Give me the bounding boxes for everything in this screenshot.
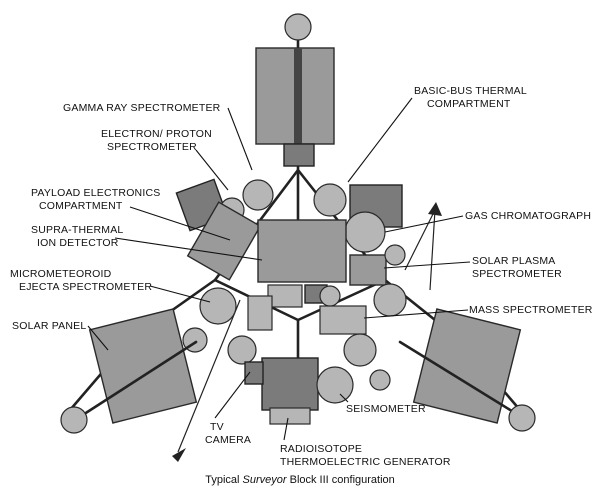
caption-suffix: Block III configuration xyxy=(286,474,395,486)
label-tv-camera-line2: CAMERA xyxy=(205,434,251,446)
label-gas-chromatograph: GAS CHROMATOGRAPH xyxy=(465,210,591,222)
central-compartment xyxy=(257,219,347,283)
label-supra-thermal-line1: SUPRA-THERMAL xyxy=(31,224,123,236)
label-gamma-ray-spectrometer: GAMMA RAY SPECTROMETER xyxy=(63,102,221,114)
label-mass-spectrometer: MASS SPECTROMETER xyxy=(469,304,593,316)
label-rtg-line1: RADIOISOTOPE xyxy=(280,443,362,455)
label-payload-electronics-line2: COMPARTMENT xyxy=(39,200,123,212)
label-basic-bus-line2: COMPARTMENT xyxy=(427,98,511,110)
label-payload-electronics-line1: PAYLOAD ELECTRONICS xyxy=(31,187,160,199)
label-electron-proton-line2: SPECTROMETER xyxy=(107,141,197,153)
label-seismometer: SEISMOMETER xyxy=(346,403,426,415)
label-rtg-line2: THERMOELECTRIC GENERATOR xyxy=(280,456,451,468)
label-solar-plasma-line2: SPECTROMETER xyxy=(472,268,562,280)
left-solar-panel xyxy=(88,308,198,424)
caption-italic: Surveyor xyxy=(242,474,287,486)
label-basic-bus-line1: BASIC-BUS THERMAL xyxy=(414,85,527,97)
seismometer xyxy=(316,366,354,404)
left-footpad xyxy=(60,406,88,434)
label-solar-panel: SOLAR PANEL xyxy=(12,320,86,332)
solar-plasma-spectrometer xyxy=(349,254,387,286)
mass-spectrometer xyxy=(319,305,367,335)
mast-top-antenna xyxy=(284,13,312,41)
label-micrometeoroid-line1: MICROMETEOROID xyxy=(10,268,112,280)
label-supra-thermal-line2: ION DETECTOR xyxy=(37,237,119,249)
micrometeoroid-ejecta-spectrometer xyxy=(199,287,237,325)
label-tv-camera-line1: TV xyxy=(210,421,224,433)
rtg xyxy=(261,357,319,411)
leader-lines xyxy=(87,97,471,441)
label-electron-proton-line1: ELECTRON/ PROTON xyxy=(101,128,212,140)
spacecraft-illustration xyxy=(60,13,536,462)
caption-prefix: Typical xyxy=(205,474,243,486)
right-footpad xyxy=(508,404,536,432)
label-micrometeoroid-line2: EJECTA SPECTROMETER xyxy=(19,281,152,293)
figure-caption: Typical Surveyor Block III configuration xyxy=(0,474,600,486)
right-solar-panel xyxy=(412,308,522,424)
callout-labels: GAMMA RAY SPECTROMETER ELECTRON/ PROTON … xyxy=(10,85,593,468)
tv-camera-mast xyxy=(177,299,241,453)
payload-electronics-compartment xyxy=(186,201,262,281)
gas-chromatograph xyxy=(344,211,386,253)
upper-bus-box xyxy=(283,143,315,167)
tv-camera xyxy=(244,361,264,385)
label-solar-plasma-line1: SOLAR PLASMA xyxy=(472,255,556,267)
